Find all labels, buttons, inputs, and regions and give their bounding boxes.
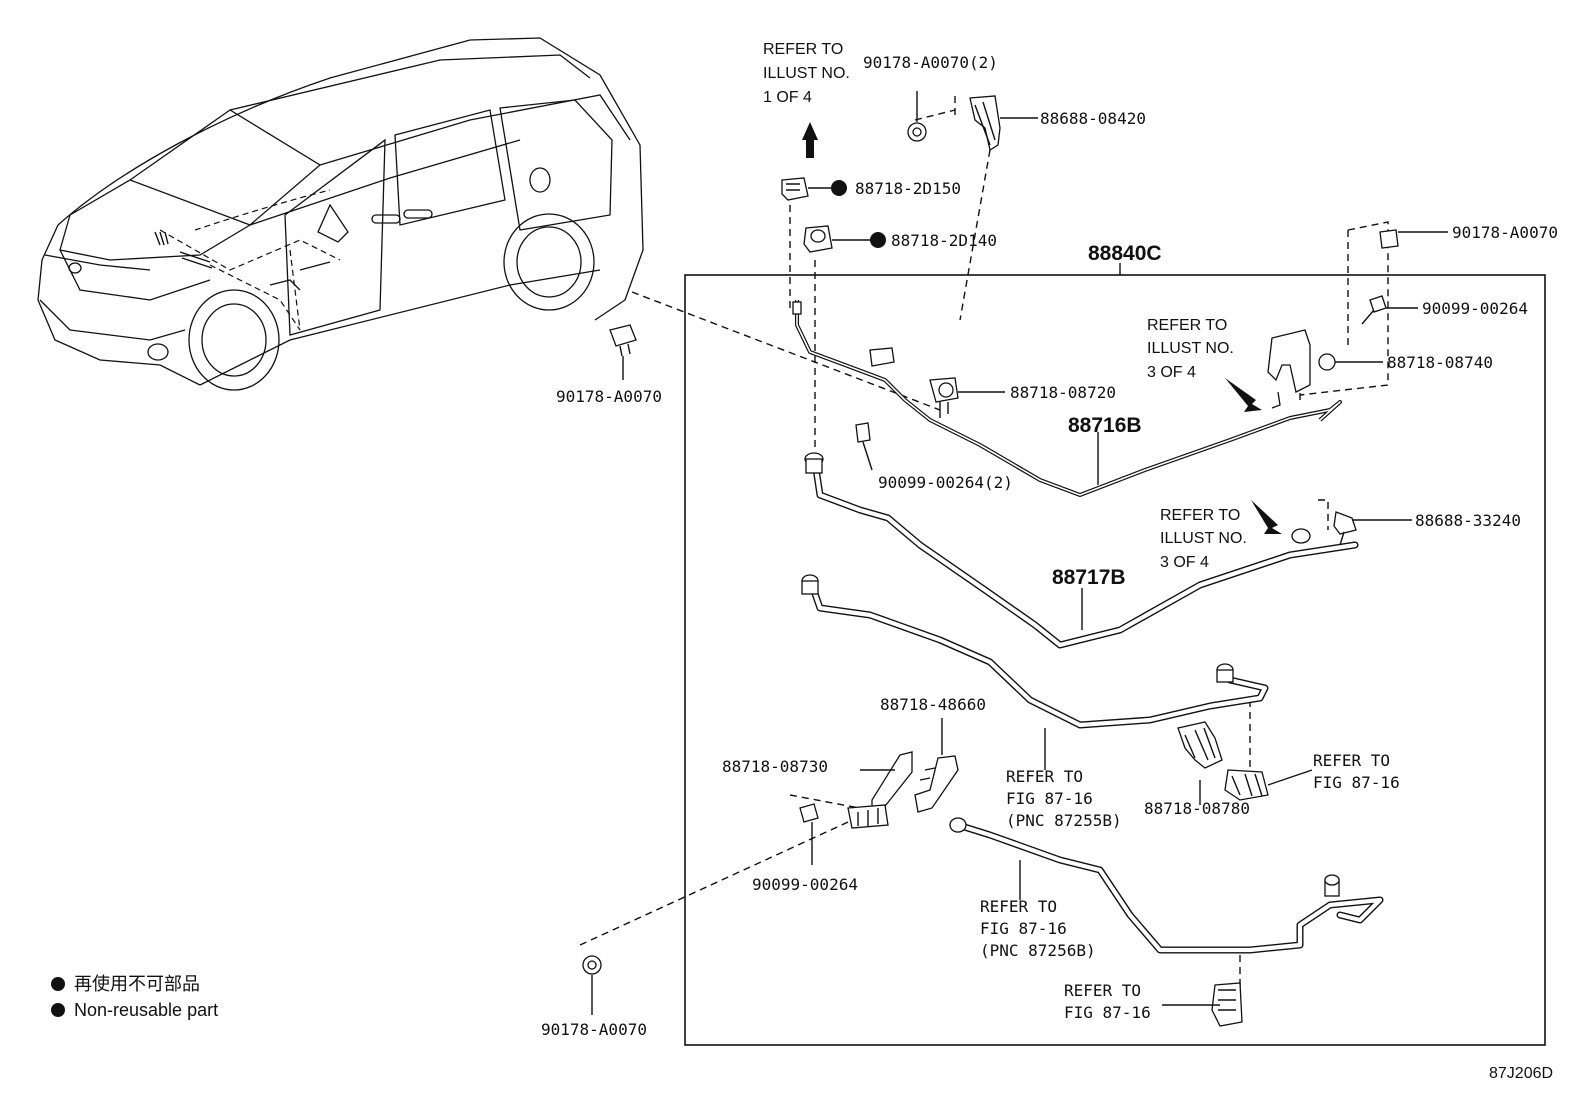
note-refer-fig-right-l2: FIG 87-16	[1313, 773, 1400, 792]
note-refer-illust-3b-l1: REFER TO	[1160, 507, 1240, 524]
bracket-88718-08740	[1267, 329, 1336, 409]
label-90178-A0070-bottom: 90178-A0070	[541, 1020, 647, 1039]
label-leaders	[958, 117, 1448, 1006]
label-90099-00264-2: 90099-00264(2)	[878, 473, 1013, 492]
clip-refer-fig-bottom	[1211, 982, 1243, 1027]
labels: 88840C 88716B 88717B 90178-A0070(2) 8868…	[541, 41, 1558, 1039]
label-88716B: 88716B	[1068, 414, 1142, 437]
note-refer-illust-3a-l2: ILLUST NO.	[1147, 340, 1234, 357]
legend-english: Non-reusable part	[74, 1000, 218, 1020]
note-refer-fig-87255B-l1: REFER TO	[1006, 767, 1083, 786]
hose-88717B	[804, 452, 1359, 649]
clip-88718-08720	[869, 347, 959, 418]
arrow-illust-1	[802, 122, 818, 158]
label-88840C: 88840C	[1088, 242, 1162, 265]
clip-88718-2D140	[803, 225, 886, 253]
note-refer-fig-bottom-l1: REFER TO	[1064, 981, 1141, 1000]
legend: 再使用不可部品 Non-reusable part	[51, 974, 218, 1020]
assembly-88840C-frame	[684, 274, 1546, 1046]
clip-90178-A0070-left	[609, 324, 637, 380]
note-refer-illust-3a-l3: 3 OF 4	[1147, 364, 1196, 381]
note-refer-illust-1-l1: REFER TO	[763, 41, 843, 58]
diagram-id: 87J206D	[1489, 1065, 1553, 1082]
note-refer-fig-87256B-l2: FIG 87-16	[980, 919, 1067, 938]
label-88718-08780: 88718-08780	[1144, 799, 1250, 818]
label-90178-A0070-2: 90178-A0070(2)	[863, 53, 998, 72]
label-88688-08420: 88688-08420	[1040, 109, 1146, 128]
clip-88718-48660	[914, 718, 959, 813]
label-90178-A0070-right: 90178-A0070	[1452, 223, 1558, 242]
clip-88688-33240	[1333, 511, 1357, 546]
label-88718-2D140: 88718-2D140	[891, 231, 997, 250]
clip-88718-2D150	[781, 177, 847, 201]
pipe-88716B	[792, 300, 1342, 497]
clip-88688-08420	[969, 95, 1001, 152]
note-refer-fig-87255B-l2: FIG 87-16	[1006, 789, 1093, 808]
non-reusable-dot-icon	[51, 1003, 65, 1017]
note-refer-fig-87256B-l1: REFER TO	[980, 897, 1057, 916]
note-refer-illust-3b-l3: 3 OF 4	[1160, 554, 1209, 571]
label-88717B: 88717B	[1052, 566, 1126, 589]
label-88718-2D150: 88718-2D150	[855, 179, 961, 198]
bolt-90099-00264-right	[1361, 295, 1387, 325]
bolt-90099-00264-low	[799, 803, 819, 865]
label-88718-48660: 88718-48660	[880, 695, 986, 714]
bolt-90099-00264-2	[855, 422, 873, 471]
note-refer-fig-bottom-l2: FIG 87-16	[1064, 1003, 1151, 1022]
note-refer-fig-87256B-l3: (PNC 87256B)	[980, 941, 1096, 960]
label-88718-08740: 88718-08740	[1387, 353, 1493, 372]
clip-88718-08780	[1177, 721, 1223, 805]
vehicle-illustration	[37, 37, 644, 391]
hose-87255B	[801, 574, 1269, 729]
note-refer-illust-3a-l1: REFER TO	[1147, 317, 1227, 334]
clip-90178-A0070-bottom	[582, 955, 602, 1015]
arrow-illust-3a	[1225, 378, 1262, 412]
note-refer-fig-87255B-l3: (PNC 87255B)	[1006, 811, 1122, 830]
non-reusable-dot-icon	[51, 977, 65, 991]
bracket-88718-08730	[847, 751, 913, 829]
label-88718-08730: 88718-08730	[722, 757, 828, 776]
label-88718-08720: 88718-08720	[1010, 383, 1116, 402]
note-refer-illust-1-l2: ILLUST NO.	[763, 65, 850, 82]
label-90099-00264-low: 90099-00264	[752, 875, 858, 894]
note-refer-fig-right-l1: REFER TO	[1313, 751, 1390, 770]
clip-refer-fig-right	[1224, 769, 1269, 801]
note-refer-illust-1-l3: 1 OF 4	[763, 89, 812, 106]
legend-japanese: 再使用不可部品	[74, 974, 200, 994]
clip-90178-A0070-right	[1379, 229, 1399, 249]
hose-87256B	[949, 817, 1384, 954]
label-90099-00264-right: 90099-00264	[1422, 299, 1528, 318]
label-88688-33240: 88688-33240	[1415, 511, 1521, 530]
clip-90178-A0070-2	[907, 91, 927, 142]
label-90178-A0070-left: 90178-A0070	[556, 387, 662, 406]
note-refer-illust-3b-l2: ILLUST NO.	[1160, 530, 1247, 547]
arrow-illust-3b	[1251, 500, 1282, 534]
